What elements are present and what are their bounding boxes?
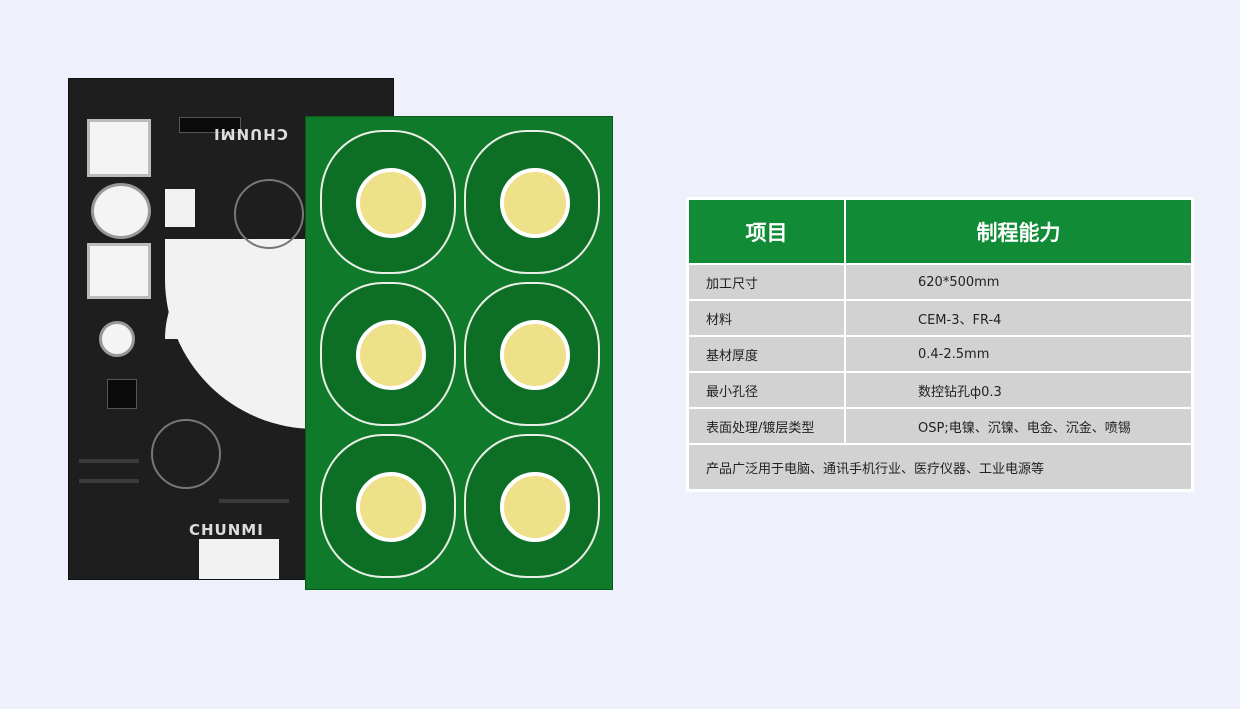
board-cutout xyxy=(199,539,279,579)
pcb-product-photo: CHUNMI CHUNMI xyxy=(60,70,630,600)
pcb-cell xyxy=(314,277,458,427)
board-cutout xyxy=(99,321,135,357)
row-item-value: OSP;电镍、沉镍、电金、沉金、喷锡 xyxy=(845,407,1191,444)
pcb-cell xyxy=(458,125,602,275)
header-item: 项目 xyxy=(689,200,846,264)
pcb-cell xyxy=(314,125,458,275)
gold-pad xyxy=(356,168,426,238)
row-item-label: 最小孔径 xyxy=(689,371,846,408)
row-item-value: CEM-3、FR-4 xyxy=(845,299,1191,336)
pcb-cell xyxy=(458,429,602,579)
row-item-value: 0.4-2.5mm xyxy=(845,335,1191,372)
pcb-cell xyxy=(314,429,458,579)
row-item-label: 加工尺寸 xyxy=(689,263,846,300)
pcb-cell xyxy=(458,277,602,427)
board-marking: CHUNMI xyxy=(213,125,288,143)
row-item-value: 620*500mm xyxy=(845,263,1191,300)
gold-pad xyxy=(356,320,426,390)
ic-chip xyxy=(107,379,137,409)
ic-chip xyxy=(179,117,241,133)
trace xyxy=(219,499,289,503)
board-cutout xyxy=(165,189,195,227)
header-capability: 制程能力 xyxy=(845,200,1191,264)
gold-pad xyxy=(500,472,570,542)
row-item-value: 数控钻孔ф0.3 xyxy=(845,371,1191,408)
gold-pad xyxy=(500,168,570,238)
board-cutout xyxy=(87,243,151,299)
table-footer-row: 产品广泛用于电脑、通讯手机行业、医疗仪器、工业电源等 xyxy=(689,443,1191,489)
table-row: 材料 CEM-3、FR-4 xyxy=(689,299,1191,336)
row-item-label: 基材厚度 xyxy=(689,335,846,372)
gold-pad xyxy=(356,472,426,542)
circuit-ring xyxy=(151,419,221,489)
row-item-label: 材料 xyxy=(689,299,846,336)
green-pcb-panel xyxy=(305,116,613,590)
table-row: 最小孔径 数控钻孔ф0.3 xyxy=(689,371,1191,408)
gold-pad xyxy=(500,320,570,390)
trace xyxy=(79,459,139,463)
table-row: 表面处理/镀层类型 OSP;电镍、沉镍、电金、沉金、喷锡 xyxy=(689,407,1191,444)
table-header-row: 项目 制程能力 xyxy=(689,200,1191,264)
board-cutout xyxy=(91,183,151,239)
board-cutout xyxy=(87,119,151,177)
board-marking: CHUNMI xyxy=(189,521,264,539)
circuit-ring xyxy=(234,179,304,249)
trace xyxy=(79,479,139,483)
table-row: 加工尺寸 620*500mm xyxy=(689,263,1191,300)
table-row: 基材厚度 0.4-2.5mm xyxy=(689,335,1191,372)
application-note: 产品广泛用于电脑、通讯手机行业、医疗仪器、工业电源等 xyxy=(689,443,1191,489)
row-item-label: 表面处理/镀层类型 xyxy=(689,407,846,444)
process-capability-table: 项目 制程能力 加工尺寸 620*500mm 材料 CEM-3、FR-4 基材厚… xyxy=(686,197,1194,492)
